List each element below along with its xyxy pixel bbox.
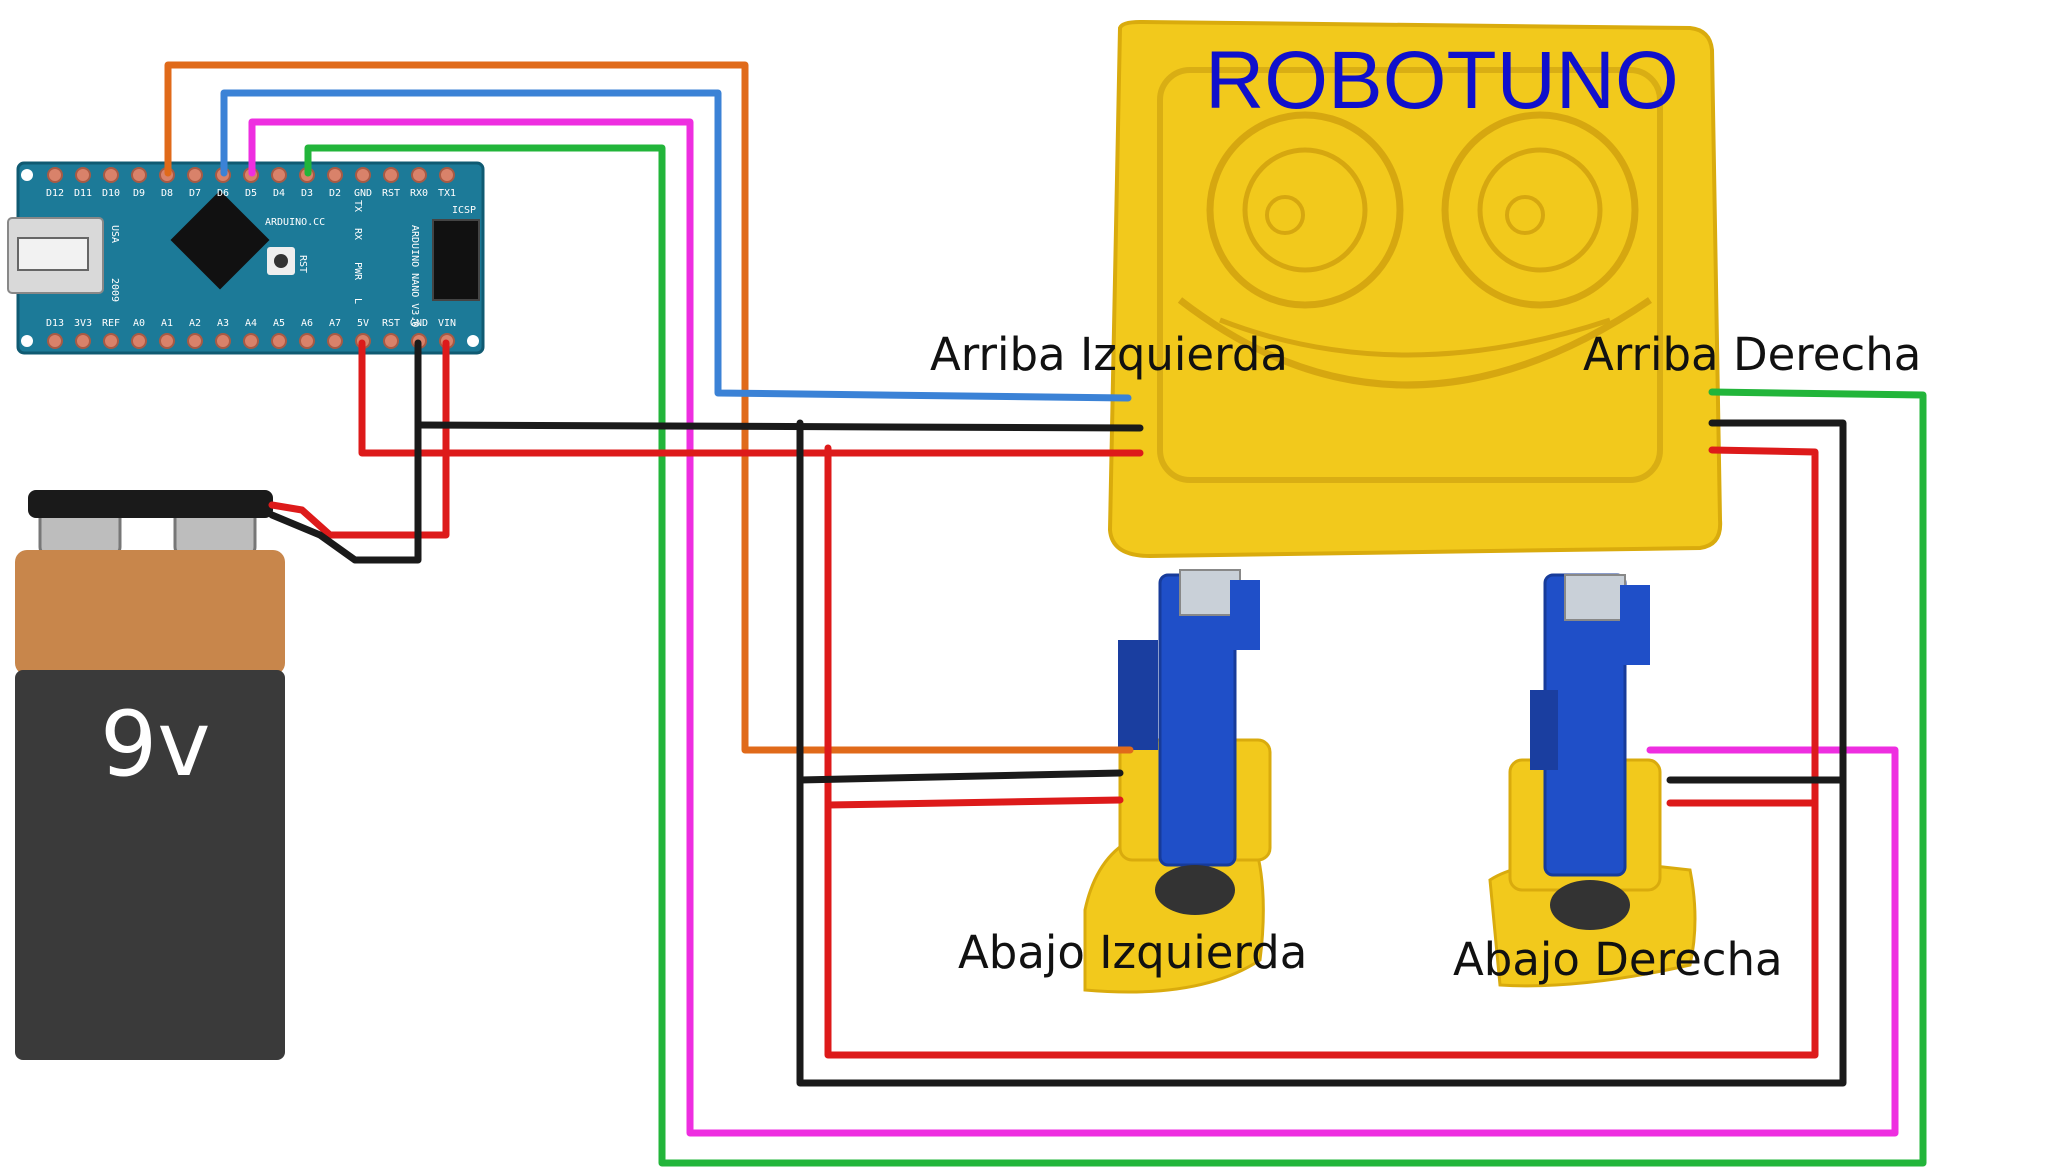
top-pin-label: D4	[273, 188, 285, 199]
board-year-label: 2009	[109, 278, 120, 302]
wire-red-5v	[358, 339, 1144, 457]
top-pin-label: D7	[189, 188, 201, 199]
top-pin	[439, 167, 455, 183]
right-leg	[1488, 573, 1697, 988]
bottom-pin	[383, 333, 399, 349]
label-top-left: Arriba Izquierda	[930, 328, 1288, 381]
top-pin	[355, 167, 371, 183]
bottom-pin	[131, 333, 147, 349]
wire-red-vin	[268, 339, 450, 539]
bottom-pin	[103, 333, 119, 349]
bottom-pin	[159, 333, 175, 349]
top-pin	[327, 167, 343, 183]
bottom-pin	[299, 333, 315, 349]
bottom-pin-label: A0	[133, 318, 145, 329]
bottom-pin-label: A1	[161, 318, 173, 329]
battery-9v: 9v	[15, 490, 285, 1060]
bottom-pin-label: 3V3	[74, 318, 92, 329]
bottom-pin-label: D13	[46, 318, 64, 329]
bottom-pin-label: A7	[329, 318, 341, 329]
bottom-pin	[271, 333, 287, 349]
top-pin	[47, 167, 63, 183]
label-top-right: Arriba Derecha	[1583, 328, 1921, 381]
top-pin	[271, 167, 287, 183]
top-pin	[131, 167, 147, 183]
bottom-pin-label: A4	[245, 318, 257, 329]
top-pin-label: D3	[301, 188, 313, 199]
bottom-pin-row: D13 3V3 REF A0 A1 A2 A3 A4 A5 A6 A7 5V RST GND VIN	[46, 318, 456, 349]
top-pin-label: D10	[102, 188, 120, 199]
top-pin	[103, 167, 119, 183]
wire-orange-d8	[164, 61, 1134, 754]
bottom-pin-label: 5V	[357, 318, 369, 329]
board-led-l: L	[352, 298, 363, 304]
battery-label: 9v	[100, 692, 211, 797]
wire-green-d3	[304, 144, 1927, 1167]
wire-red-loop	[824, 444, 1819, 1059]
top-pin	[187, 167, 203, 183]
bottom-pin-label: GND	[410, 318, 428, 329]
top-pin-label: D8	[161, 188, 173, 199]
board-led-tx: TX	[352, 200, 363, 212]
top-pin-label: RST	[382, 188, 400, 199]
wire-black-gnd-bus	[414, 421, 1144, 432]
wire-red-bl	[824, 796, 1124, 809]
top-pin-label: RX0	[410, 188, 428, 199]
top-pin-label: D9	[133, 188, 145, 199]
top-pin	[411, 167, 427, 183]
board-led-pwr: PWR	[352, 262, 363, 281]
bottom-pin	[243, 333, 259, 349]
top-pin-label: TX1	[438, 188, 456, 199]
robot-body	[1107, 19, 1723, 559]
bottom-pin-label: A3	[217, 318, 229, 329]
label-bottom-left: Abajo Izquierda	[958, 926, 1307, 979]
bottom-pin	[327, 333, 343, 349]
wire-magenta-d5	[248, 118, 1899, 1137]
bottom-pin-label: VIN	[438, 318, 456, 329]
bottom-pin-label: A5	[273, 318, 285, 329]
board-icsp-label: ICSP	[452, 205, 476, 216]
board-model-label: ARDUINO NANO V3.0	[409, 225, 420, 327]
wire-black-bl	[796, 769, 1124, 784]
robot-title: ROBOTUNO	[1205, 35, 1679, 126]
top-pin-label: D11	[74, 188, 92, 199]
bottom-pin-label: REF	[102, 318, 120, 329]
board-led-rx: RX	[352, 228, 363, 240]
wires	[164, 61, 1927, 1167]
bottom-pin	[75, 333, 91, 349]
top-pin-label: D5	[245, 188, 257, 199]
bottom-pin-label: A2	[189, 318, 201, 329]
wire-blue-d6	[220, 89, 1132, 402]
bottom-pin	[187, 333, 203, 349]
top-pin-label: D12	[46, 188, 64, 199]
bottom-pin	[215, 333, 231, 349]
top-pin	[75, 167, 91, 183]
wire-black-loop	[796, 419, 1847, 1087]
label-bottom-right: Abajo Derecha	[1453, 933, 1783, 986]
board-usa-label: USA	[109, 225, 120, 243]
bottom-pin	[47, 333, 63, 349]
board-site-label: ARDUINO.CC	[265, 217, 325, 228]
top-pin	[383, 167, 399, 183]
bottom-pin-label: RST	[382, 318, 400, 329]
top-pin-label: GND	[354, 188, 372, 199]
left-leg	[1083, 569, 1272, 994]
bottom-pin-label: A6	[301, 318, 313, 329]
board-rst-label: RST	[297, 255, 308, 273]
wire-black-gnd	[268, 339, 422, 564]
top-pin-label: D6	[217, 188, 229, 199]
top-pin-label: D2	[329, 188, 341, 199]
